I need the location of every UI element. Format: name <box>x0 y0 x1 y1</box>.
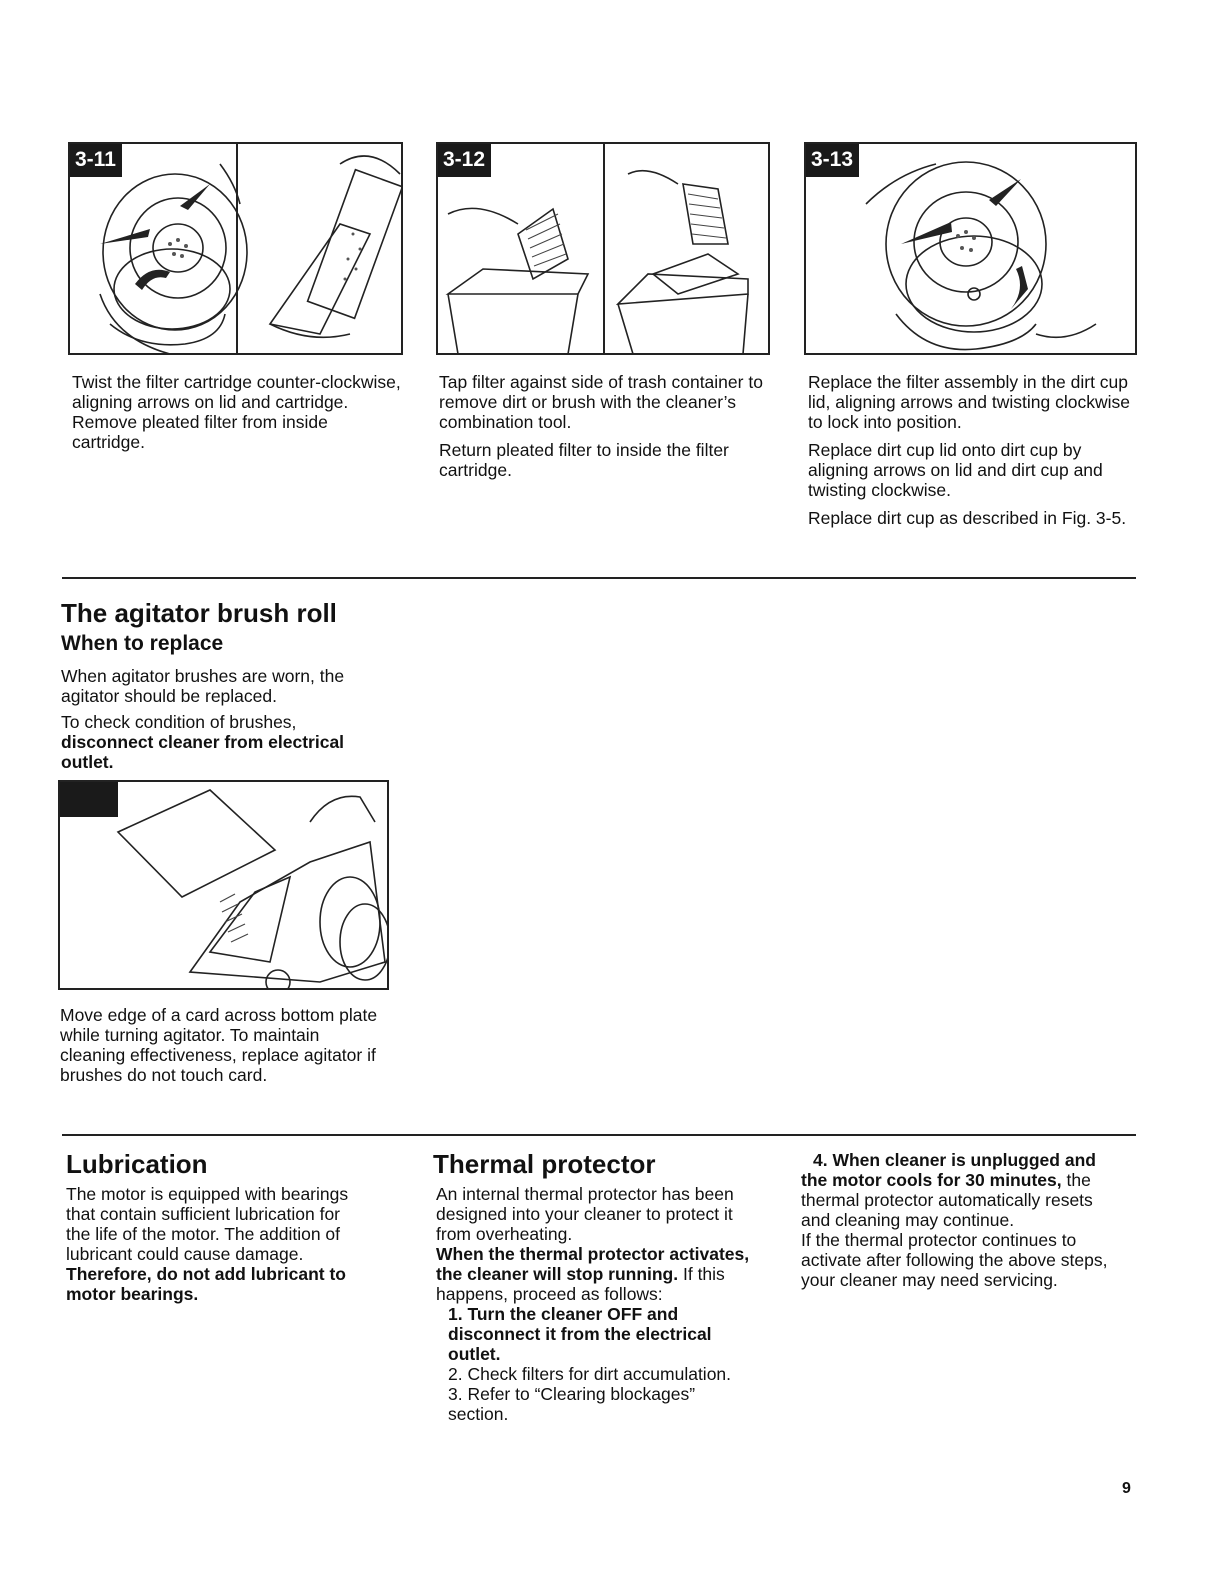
agitator-section-title: The agitator brush roll <box>61 598 337 628</box>
figure-3-12: 3-12 <box>436 142 770 355</box>
figure-3-12-caption: Tap filter against side of trash contain… <box>439 372 763 480</box>
figure-3-11: 3-11 <box>68 142 403 355</box>
step-2: 2. Check filters for dirt accumulation. <box>448 1364 732 1384</box>
agitator-card-figure <box>58 780 389 990</box>
thermal-protector-title: Thermal protector <box>433 1149 656 1179</box>
figure-label-block <box>60 782 118 817</box>
figure-divider <box>236 144 238 353</box>
section-divider <box>62 577 1136 579</box>
agitator-card-illustration <box>116 789 387 988</box>
agitator-body: When agitator brushes are worn, the agit… <box>61 666 391 778</box>
filter-cartridge-twist-illustration <box>99 155 401 353</box>
agitator-paragraph: When agitator brushes are worn, the agit… <box>61 666 345 706</box>
lubrication-title: Lubrication <box>66 1149 208 1179</box>
agitator-figure-caption: Move edge of a card across bottom plate … <box>60 1005 378 1085</box>
filter-tapping-illustration <box>445 169 749 353</box>
figure-3-13: 3-13 <box>804 142 1137 355</box>
figure-3-11-caption: Twist the filter cartridge counter-clock… <box>72 372 401 452</box>
figure-3-13-caption: Replace the filter assembly in the dirt … <box>808 372 1130 528</box>
figure-divider <box>603 144 605 353</box>
thermal-closing: If the thermal protector continues to ac… <box>801 1230 1108 1290</box>
section-divider <box>62 1134 1136 1136</box>
agitator-check-paragraph: To check condition of brushes, disconnec… <box>61 712 345 772</box>
thermal-protector-continued: 4. When cleaner is unplugged and the mot… <box>801 1150 1108 1290</box>
thermal-protector-body: An internal thermal protector has been d… <box>436 1184 758 1424</box>
step-1: 1. Turn the cleaner OFF and disconnect i… <box>448 1304 712 1364</box>
filter-assembly-replace-illustration <box>865 161 1097 351</box>
step-3: 3. Refer to “Clearing blockages” section… <box>448 1384 696 1424</box>
figure-label: 3-12 <box>438 144 492 177</box>
lubrication-body: The motor is equipped with bearings that… <box>66 1184 349 1304</box>
page-number: 9 <box>1122 1480 1131 1497</box>
figure-label: 3-11 <box>70 144 122 177</box>
step-4: 4. When cleaner is unplugged and the mot… <box>801 1150 1096 1190</box>
when-to-replace-heading: When to replace <box>61 632 224 655</box>
figure-label: 3-13 <box>806 144 860 177</box>
